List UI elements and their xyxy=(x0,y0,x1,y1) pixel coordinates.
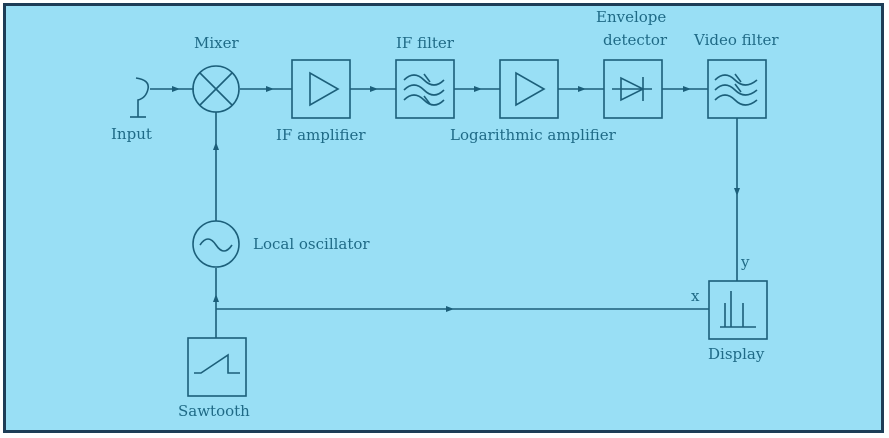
label-log-amplifier: Logarithmic amplifier xyxy=(450,126,617,144)
arrow-iffilter-logamp xyxy=(474,86,482,92)
arrow-sawtooth-display xyxy=(446,306,454,312)
video-filter-block xyxy=(707,59,767,119)
log-amplifier-block xyxy=(499,59,559,119)
lowpass-filter-icon xyxy=(714,73,758,106)
display-block xyxy=(708,280,768,340)
arrow-envelope-videofilter xyxy=(683,86,691,92)
sine-oscillator-icon xyxy=(199,238,233,252)
if-amplifier-block xyxy=(291,59,351,119)
label-y-input: y xyxy=(740,253,750,271)
label-envelope-line1: Envelope xyxy=(596,8,666,26)
arrow-logamp-envelope xyxy=(578,86,586,92)
arrow-lo-mixer xyxy=(213,142,219,150)
label-envelope-line2: detector xyxy=(603,31,668,49)
label-if-filter: IF filter xyxy=(396,34,455,52)
label-input: Input xyxy=(111,125,152,143)
label-x-input: x xyxy=(691,287,700,305)
arrow-videofilter-display xyxy=(734,188,740,196)
mixer-icon xyxy=(192,65,240,113)
arrow-sawtooth-lo xyxy=(213,294,219,302)
bandpass-filter-icon xyxy=(403,73,445,106)
local-oscillator-block xyxy=(192,220,240,268)
arrow-ifamp-iffilter xyxy=(370,86,378,92)
label-display: Display xyxy=(708,345,765,363)
envelope-detector-block xyxy=(603,59,663,119)
amplifier-icon xyxy=(515,71,546,107)
label-mixer: Mixer xyxy=(194,34,239,52)
label-sawtooth: Sawtooth xyxy=(178,402,250,420)
spectrum-display-icon xyxy=(720,291,756,328)
if-filter-block xyxy=(395,59,455,119)
sawtooth-icon xyxy=(194,353,240,374)
label-video-filter: Video filter xyxy=(693,31,779,49)
label-local-oscillator: Local oscillator xyxy=(253,235,370,253)
arrow-input-mixer xyxy=(172,86,180,92)
amplifier-icon xyxy=(309,71,340,107)
arrow-mixer-ifamp xyxy=(266,86,274,92)
sawtooth-block xyxy=(187,337,247,397)
diode-icon xyxy=(612,76,652,102)
antenna-icon xyxy=(130,77,150,118)
label-if-amplifier: IF amplifier xyxy=(276,126,366,144)
